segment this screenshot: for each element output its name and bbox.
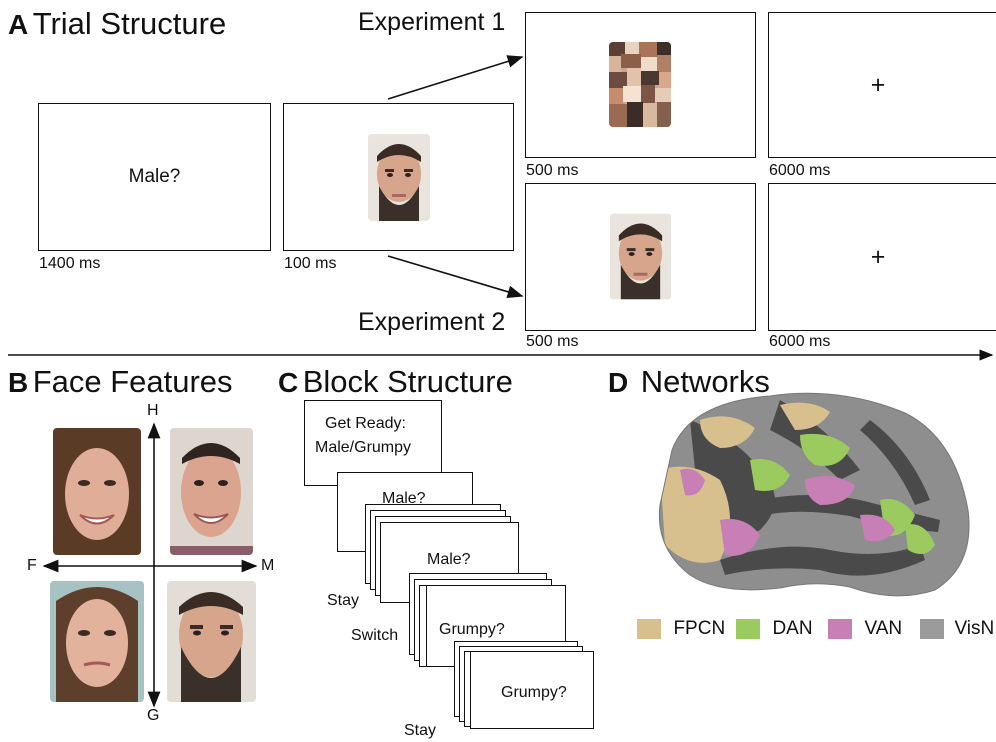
get-ready-line1: Get Ready: xyxy=(325,415,406,432)
panel-b-heading: B Face Features xyxy=(8,364,233,400)
legend-fpcn: FPCN xyxy=(637,618,725,640)
grumpy-male-face-image xyxy=(368,134,430,221)
arrow-to-experiment1 xyxy=(387,55,524,100)
grumpy-male-face-image-b xyxy=(167,581,256,702)
screen-grumpy-2-text: Grumpy? xyxy=(501,684,567,701)
legend-label-dan: DAN xyxy=(772,618,813,639)
happy-male-face-image xyxy=(170,428,253,555)
panel-d-heading: D Networks xyxy=(608,364,770,400)
screen-grumpy-1-text: Grumpy? xyxy=(439,621,505,638)
panel-a-title: Trial Structure xyxy=(32,6,227,41)
scrambled-face-mask-image xyxy=(609,42,671,127)
legend-label-visn: VisN xyxy=(954,618,995,639)
legend-visn: VisN xyxy=(920,618,994,640)
legend-swatch-fpcn xyxy=(637,619,661,639)
label-stay-1: Stay xyxy=(327,592,360,609)
face-duration: 100 ms xyxy=(284,255,337,272)
legend-dan: DAN xyxy=(736,618,813,640)
legend-swatch-dan xyxy=(736,619,760,639)
axis-label-f: F xyxy=(27,557,37,574)
cue-duration: 1400 ms xyxy=(39,255,101,272)
panel-a-heading: A Trial Structure xyxy=(8,6,226,42)
screen-grumpy-2: Grumpy? xyxy=(470,651,594,729)
legend-label-fpcn: FPCN xyxy=(673,618,726,639)
panel-c-heading: C Block Structure xyxy=(278,364,513,400)
legend-swatch-van xyxy=(828,619,852,639)
arrow-to-experiment2 xyxy=(387,255,524,299)
panel-c-title: Block Structure xyxy=(302,364,513,399)
exp1-fixation-screen: + xyxy=(768,12,996,158)
experiment1-label: Experiment 1 xyxy=(358,8,506,36)
legend-label-van: VAN xyxy=(864,618,903,639)
label-stay-2: Stay xyxy=(404,722,437,739)
exp2-fixation-screen: + xyxy=(768,183,996,331)
label-switch: Switch xyxy=(351,627,399,644)
exp1-mask-screen xyxy=(525,12,756,158)
panel-b-letter: B xyxy=(8,367,29,398)
exp1-mask-duration: 500 ms xyxy=(526,162,579,179)
grumpy-male-face-image-exp2 xyxy=(610,213,671,300)
cue-screen: Male? xyxy=(38,103,271,251)
exp1-fixation-duration: 6000 ms xyxy=(769,162,831,179)
axis-label-m: M xyxy=(261,557,275,574)
experiment2-label: Experiment 2 xyxy=(358,308,506,336)
cue-text: Male? xyxy=(128,166,181,187)
panel-d-title: Networks xyxy=(640,364,770,399)
screen-male-2-text: Male? xyxy=(427,551,471,568)
axis-label-h: H xyxy=(147,402,159,419)
panel-d-letter: D xyxy=(608,367,629,398)
exp2-fixation-duration: 6000 ms xyxy=(769,333,831,350)
legend-van: VAN xyxy=(828,618,902,640)
panel-c-letter: C xyxy=(278,367,299,398)
grumpy-female-face-image xyxy=(50,581,144,702)
get-ready-screen: Get Ready: Male/Grumpy xyxy=(304,400,442,486)
axis-label-g: G xyxy=(147,707,160,724)
get-ready-line2: Male/Grumpy xyxy=(315,439,412,456)
fixation-cross-exp2: + xyxy=(870,242,886,271)
legend-swatch-visn xyxy=(920,619,944,639)
fixation-cross: + xyxy=(870,70,886,99)
exp2-face-duration: 500 ms xyxy=(526,333,579,350)
screen-male-1-text: Male? xyxy=(382,490,426,507)
panel-a-letter: A xyxy=(8,9,29,40)
panel-b-title: Face Features xyxy=(32,364,233,399)
happy-female-face-image xyxy=(53,428,141,555)
